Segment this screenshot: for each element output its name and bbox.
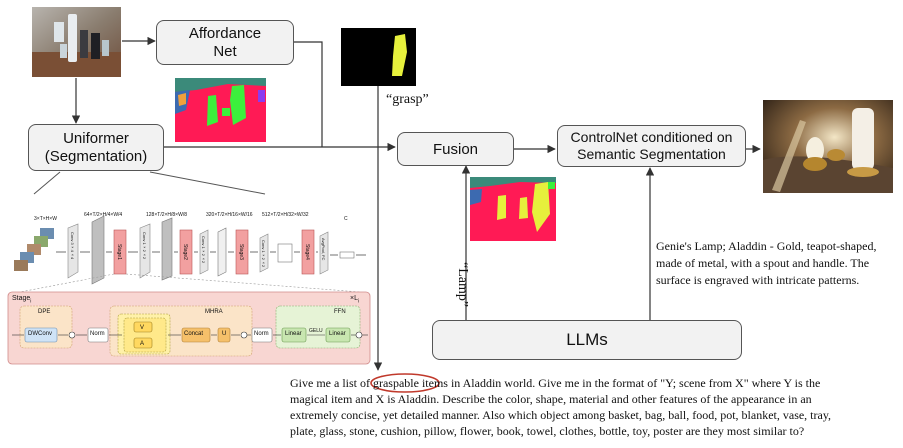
dim-label-1: 64×T/2×H/4×W/4 bbox=[84, 212, 123, 218]
linear-label-1: Linear bbox=[285, 331, 302, 337]
prompt-part-1: Give me a list o bbox=[290, 376, 366, 390]
grasp-mask bbox=[341, 28, 416, 86]
stage-block-1: Stage1 bbox=[116, 244, 122, 260]
stage-block-3: Stage3 bbox=[238, 244, 244, 260]
prompt-highlight: f graspable i bbox=[365, 376, 426, 390]
norm-label-2: Norm bbox=[254, 331, 269, 337]
segmentation-map-middle bbox=[470, 177, 556, 241]
v-label: V bbox=[140, 325, 145, 331]
genie-description: Genie's Lamp; Aladdin - Gold, teapot-sha… bbox=[656, 239, 877, 287]
highlight-circle bbox=[370, 373, 440, 393]
output-image bbox=[763, 100, 893, 193]
side-label-1: Conv 1×2×2 bbox=[142, 232, 147, 260]
dim-label-3: 320×T/2×H/16×W/16 bbox=[206, 212, 253, 218]
lamp-label: “Lamp” bbox=[455, 262, 470, 308]
fusion-node: Fusion bbox=[397, 132, 514, 166]
uniformer-node: Uniformer (Segmentation) bbox=[28, 124, 164, 171]
controlnet-node: ControlNet conditioned on Semantic Segme… bbox=[557, 125, 746, 167]
llms-node: LLMs bbox=[432, 320, 742, 360]
llm-prompt: Give me a list of graspable items in Ala… bbox=[290, 375, 890, 439]
a-label: A bbox=[140, 341, 145, 347]
side-label-0: Conv 3×4×4 bbox=[70, 232, 75, 260]
stage-label: Stagei bbox=[12, 295, 32, 305]
prompt-part-2: tems in Aladdin world. Give me in the fo… bbox=[290, 376, 832, 438]
dim-label-2: 128×T/2×H/8×W/8 bbox=[146, 212, 187, 218]
side-label-2: Conv 1×2×2 bbox=[201, 236, 206, 264]
dim-label-0: 3×T×H×W bbox=[34, 216, 57, 222]
linear-label-2: Linear bbox=[329, 331, 346, 337]
dpe-label: DPE bbox=[38, 309, 51, 315]
u-label: U bbox=[222, 331, 227, 337]
dim-label-5: C bbox=[344, 216, 348, 222]
dim-label-4: 512×T/2×H/32×W/32 bbox=[262, 212, 309, 218]
stage-block-2: Stage2 bbox=[182, 244, 188, 260]
side-label-4: AvgPool, FC bbox=[321, 238, 326, 261]
uniformer-architecture bbox=[7, 215, 371, 365]
grasp-label: “grasp” bbox=[386, 92, 429, 107]
mhra-label: MHRA bbox=[205, 309, 223, 315]
repeat-label: ×Li bbox=[350, 295, 360, 305]
norm-label-1: Norm bbox=[90, 331, 105, 337]
ffn-label: FFN bbox=[334, 309, 346, 315]
stage-block-4: Stage4 bbox=[304, 244, 310, 260]
input-photo bbox=[32, 7, 121, 77]
gelu-label: GELU bbox=[309, 328, 323, 334]
dwconv-label: DWConv bbox=[28, 331, 53, 337]
concat-label: Concat bbox=[184, 331, 204, 337]
segmentation-map-top bbox=[175, 78, 266, 142]
side-label-3: Conv 1×2×2 bbox=[261, 240, 266, 268]
affordance-net-node: Affordance Net bbox=[156, 20, 294, 65]
